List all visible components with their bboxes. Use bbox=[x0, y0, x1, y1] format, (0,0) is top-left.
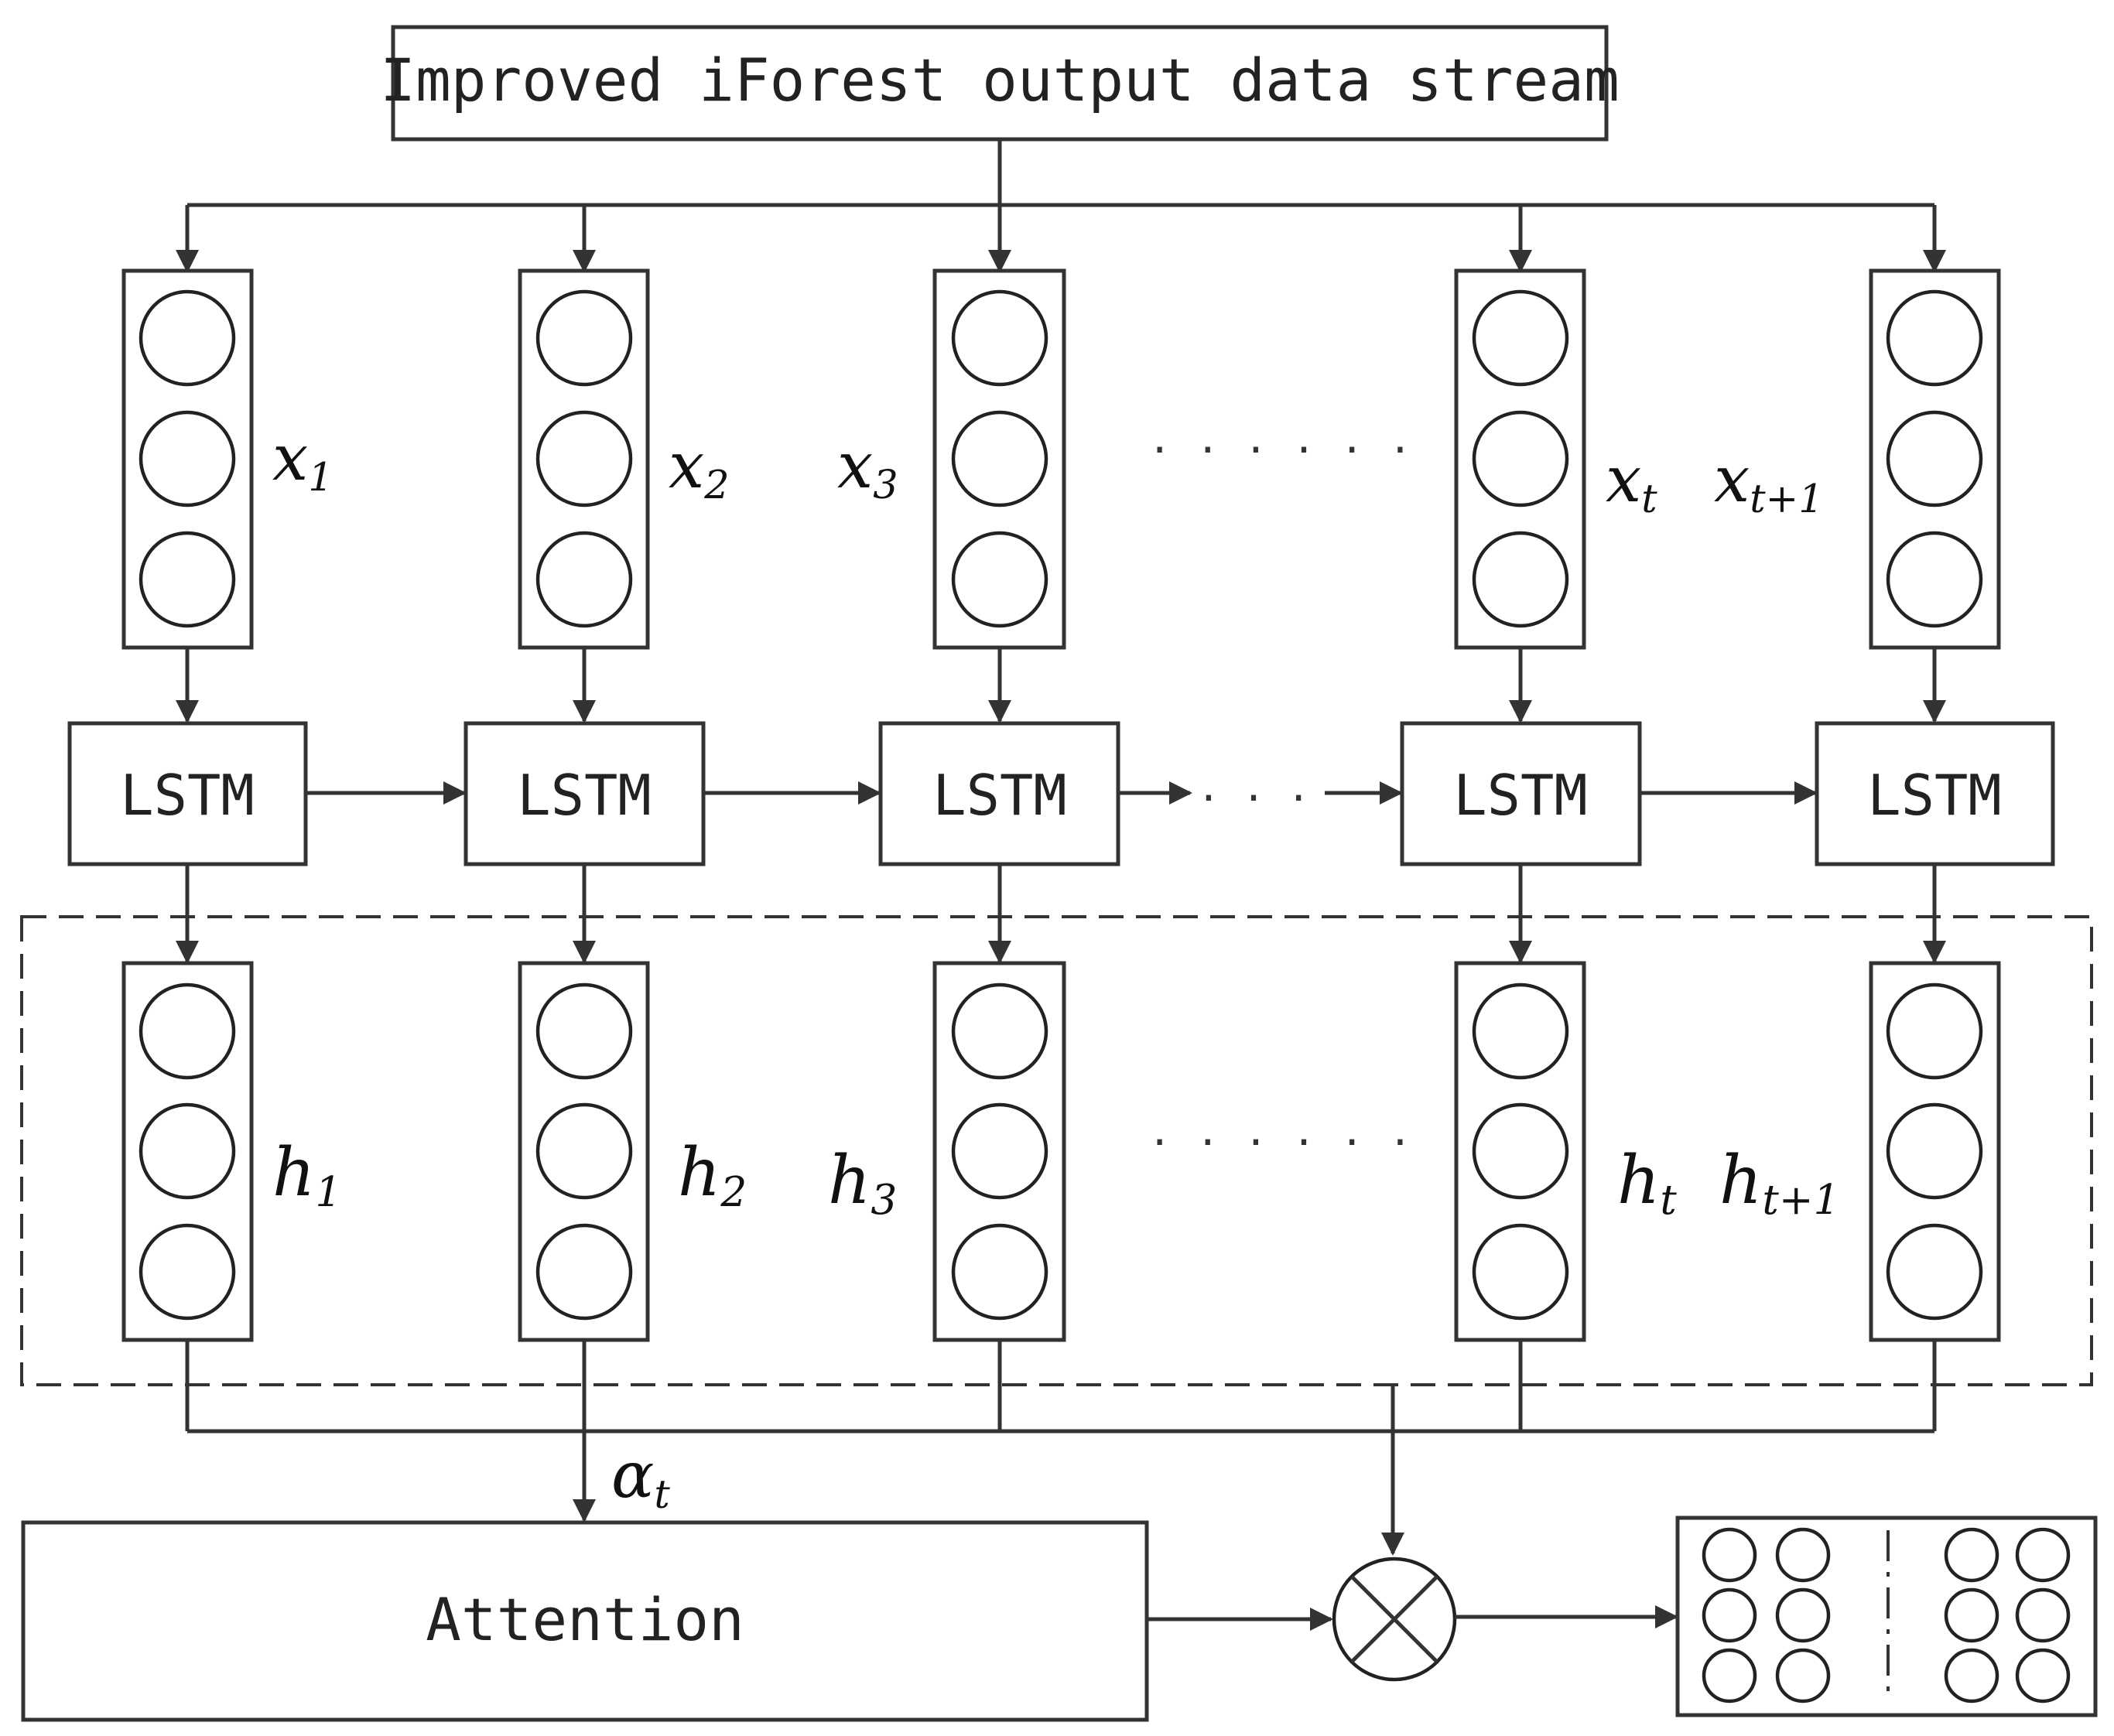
lstm-cell-t1: LSTM bbox=[1815, 721, 2055, 866]
hidden-label-2: h2 bbox=[678, 1134, 747, 1216]
lstm-cell-2: LSTM bbox=[464, 721, 706, 866]
input-vector-t bbox=[1454, 268, 1586, 650]
hidden-label-1: h1 bbox=[272, 1134, 341, 1216]
input-label-2: x2 bbox=[669, 429, 730, 507]
lstm-label-1: LSTM bbox=[120, 763, 254, 828]
attention-label: Attention bbox=[426, 1585, 744, 1654]
data-stream-box: Improved iForest output data stream bbox=[380, 25, 1620, 142]
multiply-node bbox=[1332, 1557, 1457, 1682]
data-stream-label: Improved iForest output data stream bbox=[380, 46, 1619, 114]
input-ellipsis: . . . . . . bbox=[1152, 410, 1417, 464]
lstm-cell-1: LSTM bbox=[67, 721, 308, 866]
lstm-label-3: LSTM bbox=[932, 763, 1066, 828]
hidden-vector-3 bbox=[932, 961, 1066, 1342]
input-to-lstm-arrows bbox=[176, 648, 1946, 723]
hidden-vector-t bbox=[1454, 961, 1586, 1342]
input-label-1: x1 bbox=[272, 422, 334, 500]
hidden-collection-lines bbox=[185, 1340, 1937, 1556]
hidden-vector-1 bbox=[121, 961, 254, 1342]
attention-box: Attention bbox=[21, 1520, 1149, 1722]
lstm-cell-3: LSTM bbox=[878, 721, 1120, 866]
input-label-t1: xt+1 bbox=[1714, 443, 1824, 521]
alpha-label: αt bbox=[611, 1439, 670, 1517]
input-vector-1 bbox=[121, 268, 254, 650]
lstm-ellipsis: . . . bbox=[1201, 758, 1313, 812]
input-vector-t1 bbox=[1869, 268, 2001, 650]
output-vector-box bbox=[1675, 1516, 2098, 1717]
lstm-label-2: LSTM bbox=[517, 763, 651, 828]
hidden-label-t1: ht+1 bbox=[1719, 1142, 1839, 1224]
lstm-cell-t: LSTM bbox=[1400, 721, 1642, 866]
input-vector-2 bbox=[518, 268, 650, 650]
lstm-to-hidden-arrows bbox=[176, 864, 1946, 964]
input-distribution-lines bbox=[176, 139, 1946, 273]
input-vector-3 bbox=[932, 268, 1066, 650]
hidden-vector-t1 bbox=[1869, 961, 2001, 1342]
input-label-3: x3 bbox=[837, 429, 898, 507]
hidden-ellipsis: . . . . . . bbox=[1152, 1102, 1417, 1157]
hidden-label-3: h3 bbox=[828, 1142, 897, 1224]
lstm-label-t1: LSTM bbox=[1867, 763, 2001, 828]
hidden-vector-2 bbox=[518, 961, 650, 1342]
hidden-label-t: ht bbox=[1617, 1142, 1677, 1224]
lstm-label-t: LSTM bbox=[1453, 763, 1587, 828]
hidden-states-region bbox=[20, 915, 2093, 1386]
input-label-t: xt bbox=[1606, 443, 1657, 521]
